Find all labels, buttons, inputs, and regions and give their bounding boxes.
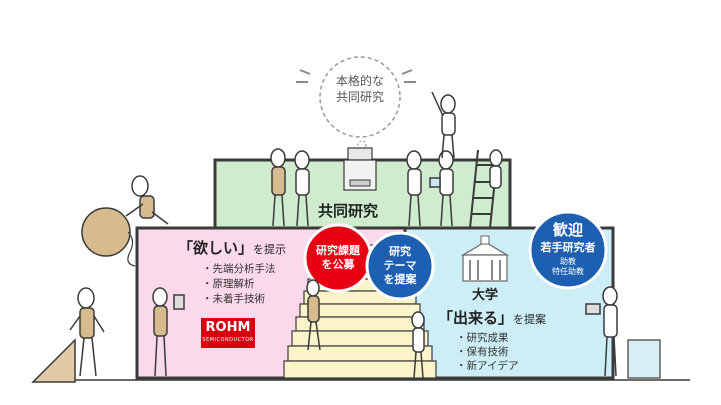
- idea-bubble-icon: [296, 57, 416, 158]
- rohm-item-1: ・先端分析手法: [202, 262, 276, 276]
- rohm-want-heading: 「欲しい」を提示: [178, 237, 286, 258]
- bubble-text-line1: 本格的な: [331, 74, 389, 89]
- boulder-icon: [82, 208, 130, 256]
- welcome-line4: 特任助教: [530, 267, 606, 277]
- univ-item-3: ・新アイデア: [456, 359, 518, 373]
- welcome-line3: 助教: [530, 257, 606, 267]
- blue-circle-line2: テーマ: [367, 259, 433, 272]
- box-icon: [628, 340, 660, 378]
- rohm-item-3: ・未着手技術: [202, 292, 265, 306]
- rohm-item-2: ・原理解析: [202, 277, 255, 291]
- univ-item-1: ・研究成果: [456, 331, 509, 345]
- welcome-line2: 若手研究者: [530, 241, 606, 254]
- triangle-ruler-icon: [33, 340, 75, 382]
- want-bracket: 「欲しい」: [178, 239, 253, 257]
- person-figure-ladder: [490, 150, 502, 188]
- univ-item-2: ・保有技術: [456, 345, 509, 359]
- welcome-line1: 歓迎: [530, 222, 606, 239]
- red-circle-line2: を公募: [305, 258, 371, 271]
- red-circle-line1: 研究課題: [305, 244, 371, 257]
- can-suffix: を提案: [513, 313, 546, 326]
- univ-can-heading: 「出来る」を提案: [438, 307, 546, 328]
- want-suffix: を提示: [253, 243, 286, 256]
- climber-figure: [126, 176, 168, 224]
- can-bracket: 「出来る」: [438, 309, 513, 327]
- university-title: 大学: [472, 284, 498, 303]
- rohm-logo: ROHM: [201, 320, 255, 335]
- person-figure-raised-arm: [432, 92, 455, 158]
- rohm-logo-sub: SEMICONDUCTOR: [201, 337, 255, 343]
- bubble-text-line2: 共同研究: [331, 90, 389, 105]
- printer-icon: [344, 148, 376, 190]
- joint-research-title: 共同研究: [318, 200, 378, 221]
- blue-circle-line1: 研究: [367, 245, 433, 258]
- blue-circle-line3: を提案: [367, 273, 433, 286]
